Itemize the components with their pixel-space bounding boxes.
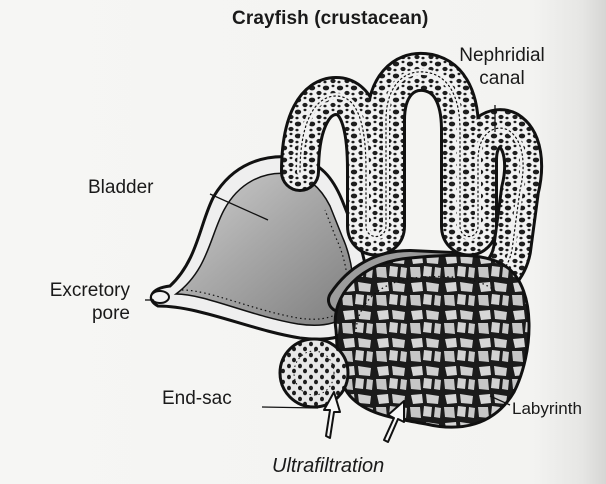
labyrinth bbox=[335, 255, 529, 427]
end-sac bbox=[280, 339, 348, 407]
nephridial-label-line1: Nephridial bbox=[448, 44, 556, 67]
bladder-label: Bladder bbox=[88, 176, 154, 199]
nephridial-canal-label: Nephridial canal bbox=[448, 44, 556, 90]
excretory-label-line1: Excretory bbox=[18, 279, 130, 302]
ultrafiltration-caption: Ultrafiltration bbox=[272, 455, 384, 478]
nephridial-label-line2: canal bbox=[448, 67, 556, 90]
excretory-pore-label: Excretory pore bbox=[18, 279, 130, 325]
labyrinth-label: Labyrinth bbox=[512, 397, 582, 420]
end-sac-label: End-sac bbox=[162, 387, 232, 410]
excretory-label-line2: pore bbox=[18, 302, 130, 325]
